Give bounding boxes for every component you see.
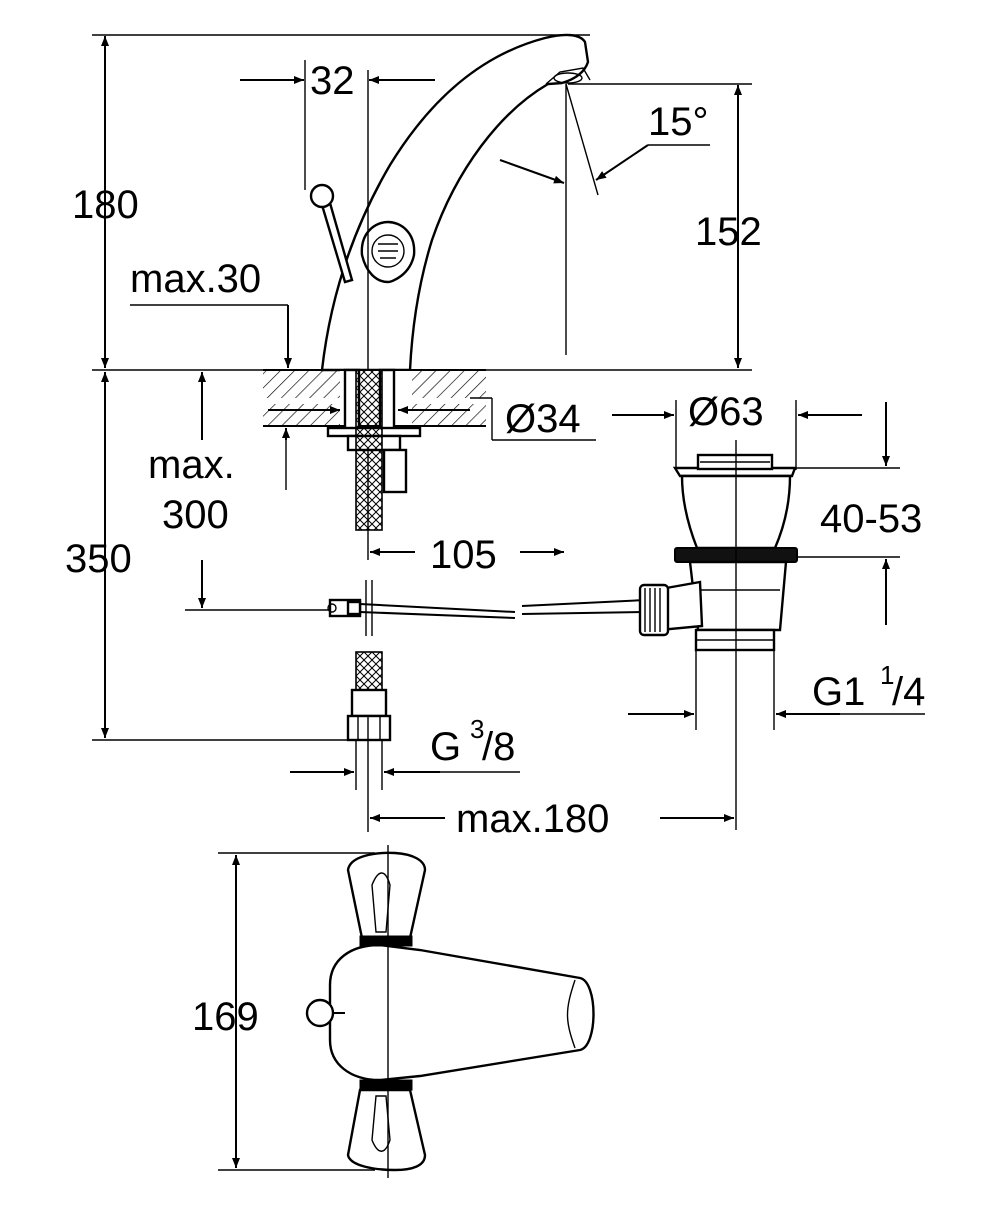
dim-hole-diameter: Ø34: [505, 397, 581, 441]
dim-supply-thread-den: /8: [482, 725, 515, 769]
dim-height-total: 180: [72, 183, 139, 227]
faucet-side-view: [263, 33, 591, 560]
dim-reach: 105: [430, 533, 497, 577]
dim-waste-diameter: Ø63: [688, 390, 764, 434]
dim-max-deck: max.30: [130, 257, 261, 301]
dim-top-view-width: 169: [192, 995, 259, 1039]
dim-max-below-line2: 300: [162, 493, 229, 537]
dim-rod-length: max.180: [456, 797, 609, 841]
dim-spout-height: 152: [695, 210, 762, 254]
supply-hose-lower: [346, 651, 392, 742]
dim-waste-thread: G1: [812, 670, 865, 714]
faucet-top-view: [305, 845, 595, 1178]
pop-up-waste: [638, 440, 798, 830]
dimension-labels: 180 32 15° 152 max.30 max. 300 Ø34 Ø63 4…: [65, 59, 925, 1039]
dim-supply-thread: G: [430, 725, 461, 769]
dim-waste-range: 40-53: [820, 497, 922, 541]
dim-spray-angle: 15°: [648, 100, 709, 144]
dim-lever-offset: 32: [310, 59, 355, 103]
dim-waste-thread-den: /4: [892, 670, 925, 714]
dim-supply-thread-num: 3: [470, 714, 484, 744]
dim-waste-thread-num: 1: [880, 660, 894, 690]
dimension-lines: [92, 34, 925, 1171]
pop-up-rod: [327, 580, 646, 636]
dim-below-total: 350: [65, 537, 132, 581]
dim-max-below-line1: max.: [148, 443, 235, 487]
